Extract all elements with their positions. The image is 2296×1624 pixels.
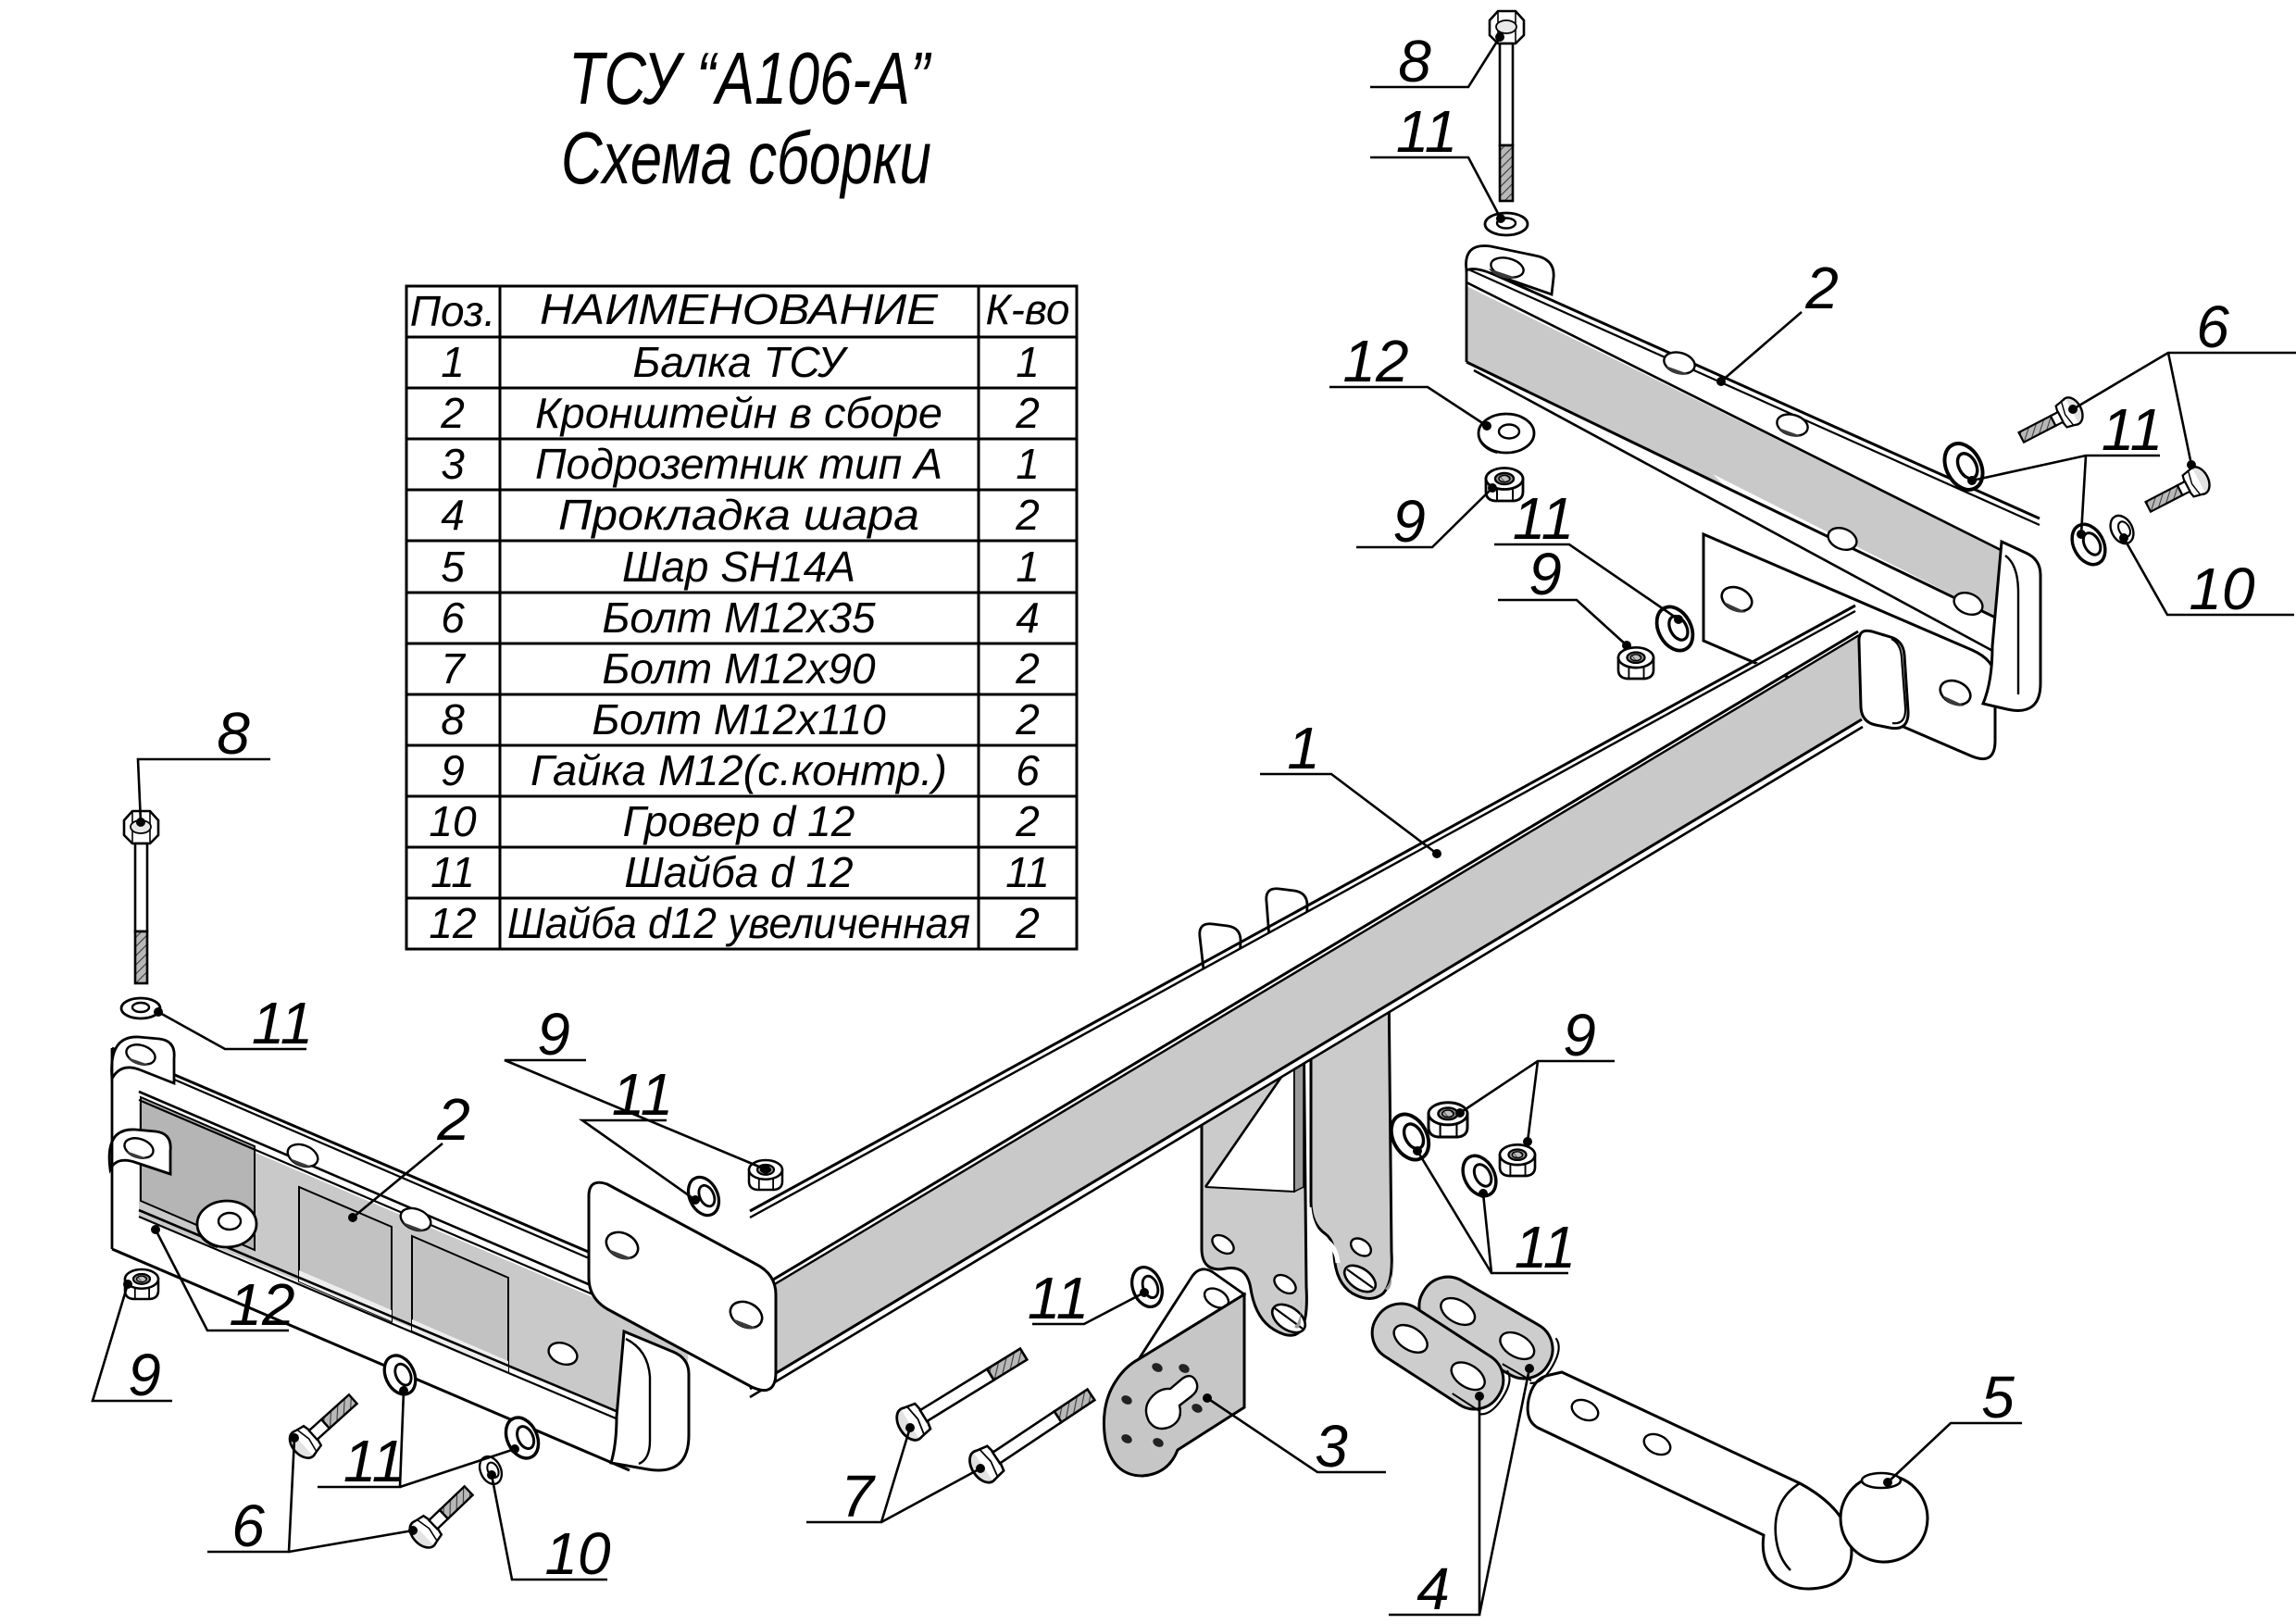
svg-text:1: 1 [1016, 543, 1040, 591]
svg-text:2: 2 [1015, 899, 1040, 947]
svg-text:Шайба d 12: Шайба d 12 [624, 848, 853, 896]
svg-text:12: 12 [229, 1271, 294, 1338]
svg-text:6: 6 [231, 1493, 265, 1559]
svg-text:12: 12 [429, 899, 476, 947]
svg-text:3: 3 [1315, 1413, 1348, 1480]
svg-text:10: 10 [429, 797, 477, 845]
svg-text:5: 5 [1981, 1364, 2015, 1430]
svg-text:1: 1 [1016, 338, 1040, 386]
svg-text:11: 11 [430, 848, 475, 896]
svg-text:Болт М12х110: Болт М12х110 [592, 695, 886, 743]
svg-text:2: 2 [1015, 695, 1040, 743]
svg-text:НАИМЕНОВАНИЕ: НАИМЕНОВАНИЕ [540, 285, 939, 333]
svg-text:4: 4 [1016, 593, 1040, 642]
svg-text:11: 11 [343, 1428, 405, 1494]
svg-text:Поз.: Поз. [410, 287, 496, 335]
svg-text:1: 1 [441, 338, 465, 386]
svg-text:Подрозетник тип А: Подрозетник тип А [535, 440, 942, 488]
svg-text:2: 2 [1015, 491, 1040, 539]
svg-text:11: 11 [1028, 1265, 1089, 1331]
svg-text:К-во: К-во [985, 285, 1069, 333]
svg-text:Болт М12х90: Болт М12х90 [602, 644, 876, 693]
svg-text:11: 11 [1513, 485, 1574, 552]
svg-text:2: 2 [1015, 389, 1040, 437]
svg-text:4: 4 [441, 491, 465, 539]
svg-text:9: 9 [1529, 541, 1562, 607]
svg-text:Шайба d12 увеличенная: Шайба d12 увеличенная [507, 899, 970, 947]
svg-text:2: 2 [1015, 644, 1040, 693]
svg-text:2: 2 [440, 389, 465, 437]
svg-text:3: 3 [441, 440, 465, 488]
svg-text:5: 5 [441, 543, 465, 591]
svg-text:1: 1 [1016, 440, 1040, 488]
svg-text:Гровер d 12: Гровер d 12 [623, 797, 855, 845]
svg-text:10: 10 [2189, 556, 2255, 622]
svg-text:8: 8 [1398, 28, 1431, 94]
svg-text:8: 8 [441, 695, 465, 743]
svg-text:11: 11 [252, 990, 313, 1056]
svg-text:12: 12 [1342, 328, 1408, 394]
svg-text:Гайка М12(с.контр.): Гайка М12(с.контр.) [530, 746, 947, 794]
svg-text:Кронштейн в сборе: Кронштейн в сборе [535, 389, 942, 437]
svg-text:11: 11 [1515, 1214, 1576, 1280]
svg-text:9: 9 [537, 1001, 570, 1068]
svg-text:6: 6 [2196, 294, 2229, 360]
svg-text:11: 11 [1396, 98, 1457, 165]
svg-text:ТСУ “А106-А”: ТСУ “А106-А” [568, 37, 932, 119]
svg-text:1: 1 [1287, 715, 1320, 781]
svg-text:Шар SH14A: Шар SH14A [622, 543, 855, 591]
svg-text:Схема сборки: Схема сборки [561, 117, 931, 199]
svg-text:Балка ТСУ: Балка ТСУ [632, 338, 849, 386]
svg-text:9: 9 [128, 1342, 161, 1408]
svg-text:4: 4 [1416, 1555, 1450, 1622]
svg-text:9: 9 [1563, 1002, 1596, 1068]
svg-text:10: 10 [544, 1520, 611, 1587]
svg-text:9: 9 [441, 746, 465, 794]
svg-text:9: 9 [1392, 488, 1426, 555]
svg-text:6: 6 [441, 593, 465, 642]
svg-text:Прокладка шара: Прокладка шара [558, 491, 919, 539]
svg-text:2: 2 [436, 1086, 470, 1153]
svg-text:6: 6 [1016, 746, 1040, 794]
svg-text:Болт М12х35: Болт М12х35 [602, 593, 876, 642]
svg-text:8: 8 [217, 700, 250, 767]
svg-text:7: 7 [441, 644, 466, 693]
svg-text:11: 11 [612, 1061, 673, 1128]
svg-text:11: 11 [2102, 396, 2163, 463]
svg-text:2: 2 [1804, 255, 1839, 321]
svg-text:2: 2 [1015, 797, 1040, 845]
svg-text:7: 7 [841, 1463, 876, 1530]
svg-text:11: 11 [1005, 848, 1050, 896]
